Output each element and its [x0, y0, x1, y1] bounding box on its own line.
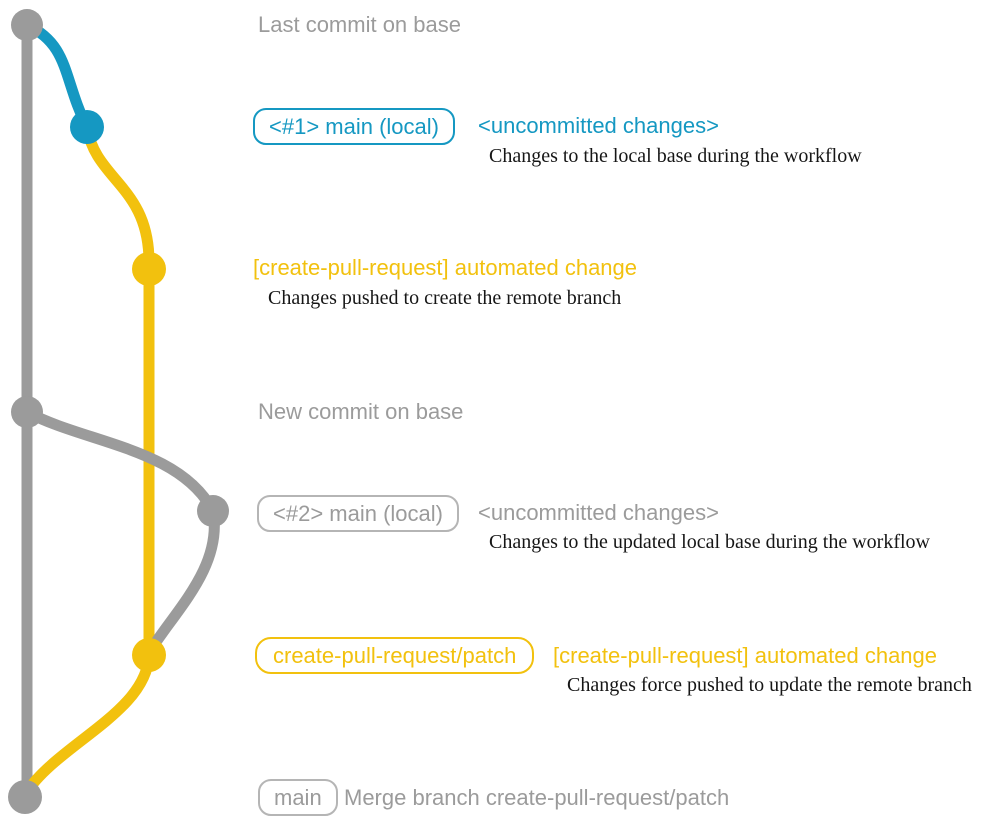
commit-node-automated-change-1 — [132, 252, 166, 286]
caption-automated-1: Changes pushed to create the remote bran… — [268, 287, 622, 309]
main-local-1-branch-line — [21, 19, 93, 133]
main-local-2-branch-line — [21, 406, 220, 657]
patch-branch-line — [20, 121, 155, 799]
commit-node-merge — [8, 780, 42, 814]
commit-message-automated-1: [create-pull-request] automated change — [253, 255, 638, 280]
commit-node-uncommitted-2 — [197, 495, 229, 527]
branch-badge-patch: create-pull-request/patch — [255, 637, 535, 674]
commit-node-last-base — [11, 9, 43, 41]
last-commit-annotation: Last commit on base — [258, 12, 461, 37]
branch-badge-main-local-1: <#1> main (local) — [253, 108, 455, 145]
new-commit-annotation: New commit on base — [258, 399, 464, 424]
caption-uncommitted-1: Changes to the local base during the wor… — [489, 145, 862, 167]
commit-node-automated-change-2 — [132, 638, 166, 672]
commit-node-new-base — [11, 396, 43, 428]
caption-uncommitted-2: Changes to the updated local base during… — [489, 531, 930, 553]
commit-message-uncommitted-1: <uncommitted changes> — [478, 113, 719, 138]
branch-badge-main-local-2: <#2> main (local) — [257, 495, 459, 532]
commit-message-automated-2: [create-pull-request] automated change — [553, 643, 938, 668]
branch-badge-main: main — [258, 779, 338, 816]
commit-message-merge: Merge branch create-pull-request/patch — [344, 785, 730, 810]
commit-message-uncommitted-2: <uncommitted changes> — [478, 500, 719, 525]
commit-node-uncommitted-1 — [70, 110, 104, 144]
caption-automated-2: Changes force pushed to update the remot… — [567, 674, 972, 696]
